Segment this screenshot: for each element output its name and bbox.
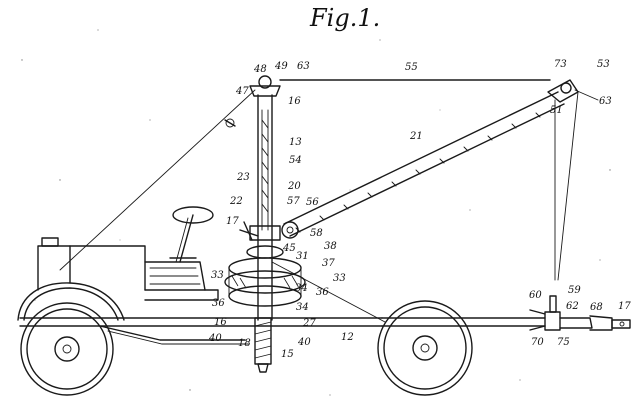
reference-numeral: 16 — [288, 96, 301, 107]
reference-numeral: 18 — [238, 338, 251, 349]
paper-speckle — [21, 29, 611, 396]
reference-numeral: 56 — [306, 197, 319, 208]
steering-wheel — [169, 206, 214, 263]
chassis-frame — [19, 317, 546, 345]
reference-numeral: 20 — [287, 181, 301, 192]
reference-numeral: 55 — [405, 62, 418, 73]
reference-numeral: 33 — [211, 270, 224, 281]
reference-numeral: 38 — [324, 241, 337, 252]
reference-numeral: 49 — [274, 61, 288, 72]
reference-numeral: 27 — [302, 318, 316, 329]
reference-numeral: 13 — [289, 137, 302, 148]
reference-numeral: 16 — [214, 317, 227, 328]
rear-wheel — [377, 300, 473, 396]
reference-numeral: 15 — [281, 349, 294, 360]
reference-numeral: 37 — [322, 258, 335, 269]
reference-numeral: 60 — [529, 290, 542, 301]
reference-numeral: 31 — [296, 251, 309, 262]
mast — [249, 75, 281, 321]
cables — [59, 79, 599, 323]
reference-numeral: 73 — [554, 59, 567, 70]
reference-numeral: 70 — [531, 337, 544, 348]
reference-numeral: 63 — [599, 96, 612, 107]
reference-numeral: 17 — [618, 301, 631, 312]
crane-boom — [283, 79, 579, 237]
reference-numerals: 48 49 63 55 73 53 47 16 51 63 13 21 54 23 20 22 57 56 17 58… — [208, 59, 631, 360]
reference-numeral: 34 — [295, 283, 308, 294]
reference-numeral: 36 — [316, 287, 329, 298]
figure-title: Fig.1. — [309, 4, 380, 32]
reference-numeral: 36 — [212, 298, 225, 309]
reference-numeral: 68 — [590, 302, 603, 313]
reference-numeral: 33 — [333, 273, 346, 284]
reference-numeral: 34 — [296, 302, 309, 313]
reference-numeral: 23 — [236, 172, 250, 183]
reference-numeral: 47 — [235, 86, 249, 97]
reference-numeral: 12 — [341, 332, 354, 343]
reference-numeral: 63 — [297, 61, 310, 72]
reference-numeral: 22 — [229, 196, 243, 207]
reference-numeral: 21 — [409, 131, 423, 142]
reference-numeral: 59 — [568, 285, 581, 296]
reference-numeral: 51 — [550, 105, 563, 116]
tow-bar — [529, 295, 631, 331]
reference-numeral: 17 — [226, 216, 239, 227]
reference-numeral: 62 — [566, 301, 579, 312]
reference-numeral: 48 — [253, 64, 267, 75]
reference-numeral: 75 — [557, 337, 570, 348]
reference-numeral: 54 — [289, 155, 302, 166]
front-wheel — [20, 302, 114, 396]
truck-body — [17, 237, 219, 321]
reference-numeral: 53 — [597, 59, 610, 70]
reference-numeral: 40 — [297, 337, 311, 348]
reference-numeral: 57 — [287, 196, 300, 207]
turntable-gears — [224, 221, 306, 307]
reference-numeral: 40 — [208, 333, 222, 344]
reference-numeral: 58 — [310, 228, 323, 239]
reference-numeral: 45 — [282, 243, 296, 254]
mast-base-post — [254, 317, 272, 373]
